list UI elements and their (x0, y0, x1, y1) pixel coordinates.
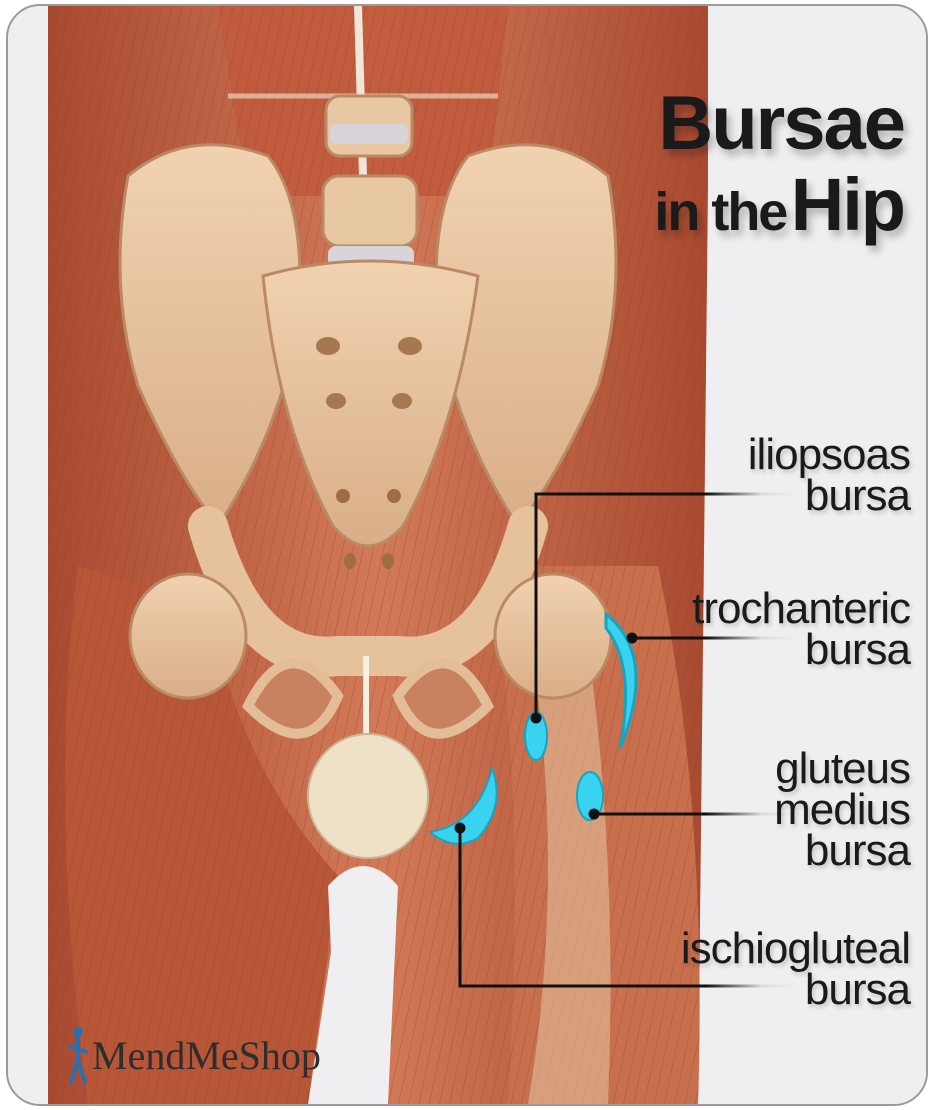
diagram-title: Bursae in the Hip (654, 86, 904, 242)
label-text: ischiogluteal (681, 928, 910, 969)
label-gluteus-medius-bursa: gluteus medius bursa (774, 748, 910, 871)
title-line-1: Bursae (654, 86, 904, 162)
label-text: medius (774, 789, 910, 830)
label-text: bursa (692, 629, 910, 670)
label-text: bursa (681, 969, 910, 1010)
label-trochanteric-bursa: trochanteric bursa (692, 588, 910, 670)
label-text: iliopsoas (748, 434, 910, 475)
label-ischiogluteal-bursa: ischiogluteal bursa (681, 928, 910, 1010)
label-text: trochanteric (692, 588, 910, 629)
title-line-2: in the Hip (654, 168, 904, 242)
label-text: bursa (748, 475, 910, 516)
label-iliopsoas-bursa: iliopsoas bursa (748, 434, 910, 516)
label-text: gluteus (774, 748, 910, 789)
brand-name: MendMeShop (92, 1032, 321, 1079)
person-figure-icon (68, 1026, 88, 1084)
label-text: bursa (774, 830, 910, 871)
brand-logo: MendMeShop (68, 1026, 321, 1084)
title-small-text: in the (654, 182, 786, 242)
title-big-text: Hip (791, 163, 904, 246)
diagram-frame: Bursae in the Hip iliopsoas bursa trocha… (6, 4, 928, 1106)
